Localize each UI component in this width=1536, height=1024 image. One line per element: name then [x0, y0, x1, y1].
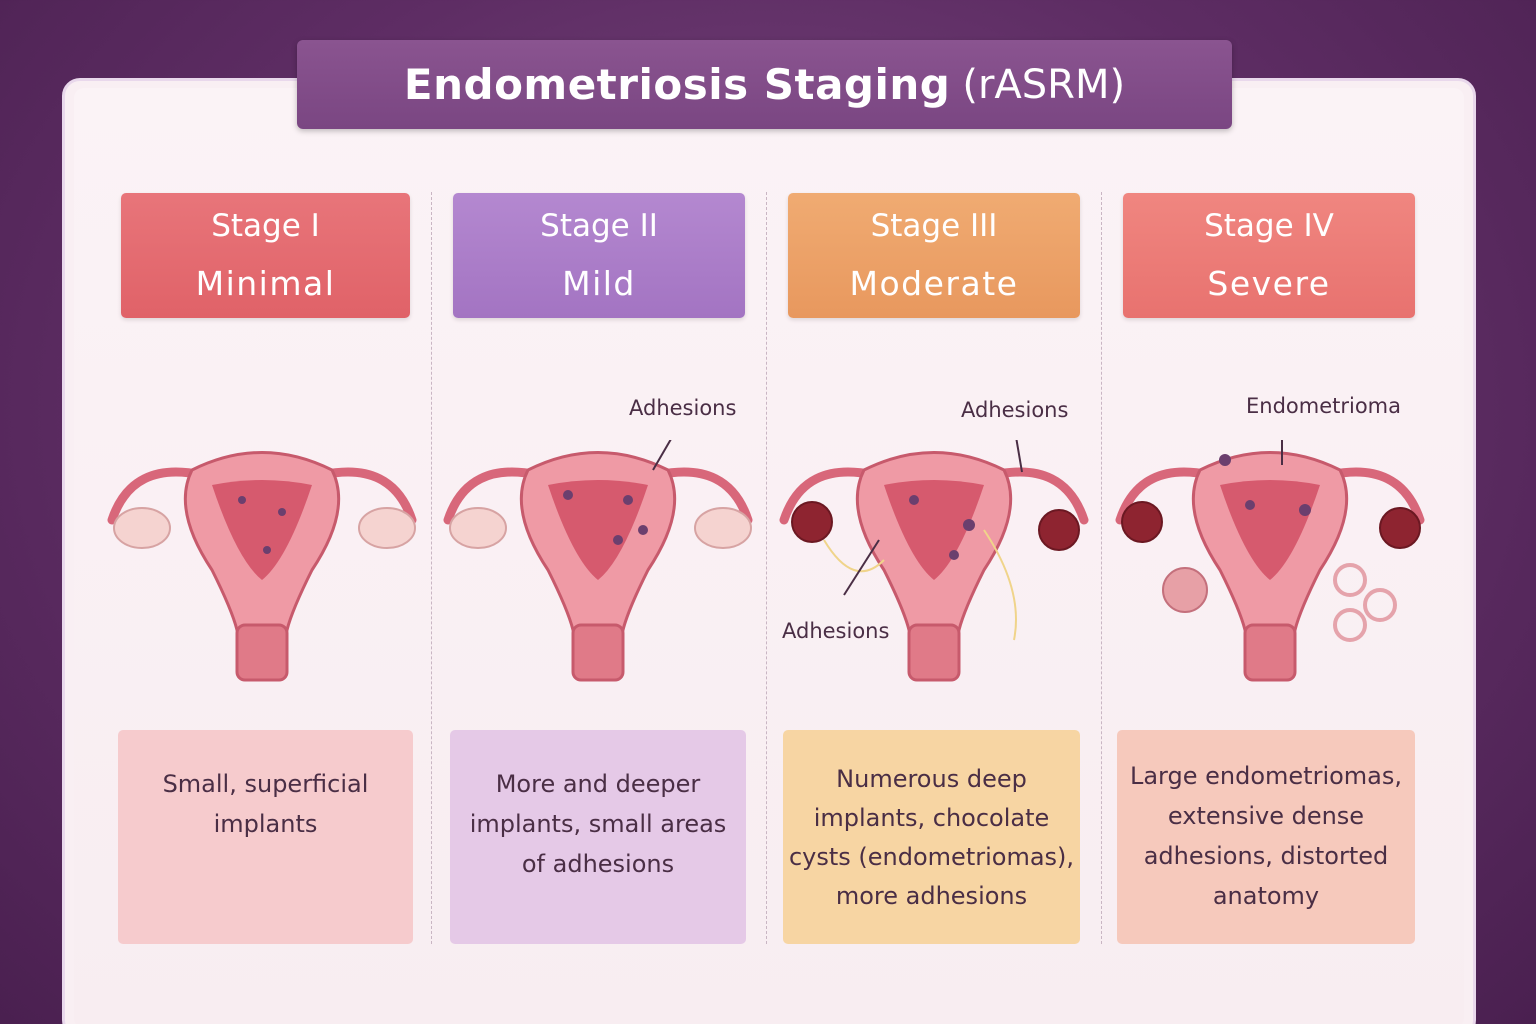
description-line: implants, small areas — [469, 810, 727, 838]
stage-3-adhesions-label-bottom: Adhesions — [782, 619, 890, 643]
description-line: more adhesions — [835, 882, 1028, 910]
stage-3-uterus-illustration — [779, 440, 1089, 682]
page-title: Endometriosis Staging — [403, 60, 951, 109]
description-line: More and deeper — [495, 770, 701, 798]
stage-3-header: Stage III Moderate — [788, 193, 1080, 318]
title-banner: Endometriosis Staging (rASRM) — [297, 40, 1232, 129]
column-divider — [766, 192, 767, 944]
stage-4-name: Severe — [1207, 264, 1331, 303]
stage-2-header: Stage II Mild — [453, 193, 745, 318]
stage-4-header: Stage IV Severe — [1123, 193, 1415, 318]
stage-3-name: Moderate — [849, 264, 1019, 303]
description-line: implants — [213, 810, 318, 838]
description-line: anatomy — [1212, 882, 1320, 910]
description-line: of adhesions — [521, 850, 675, 878]
description-line: adhesions, distorted — [1143, 842, 1389, 870]
page-subtitle: (rASRM) — [962, 61, 1126, 108]
description-line: implants, chocolate — [813, 804, 1050, 832]
description-line: Numerous deep — [836, 765, 1027, 793]
stage-1-header: Stage I Minimal — [121, 193, 410, 318]
stage-3-adhesions-label-top: Adhesions — [961, 398, 1069, 422]
stage-2-name: Mild — [562, 264, 636, 303]
description-line: cysts (endometriomas), — [788, 843, 1075, 871]
stage-3-description: Numerous deep implants, chocolate cysts … — [783, 730, 1080, 944]
stage-1-description: Small, superficial implants — [118, 730, 413, 944]
stage-1-number: Stage I — [211, 208, 320, 244]
stage-3-number: Stage III — [870, 208, 998, 244]
stage-1-uterus-illustration — [107, 451, 417, 682]
stage-1-name: Minimal — [195, 264, 336, 303]
description-line: extensive dense — [1167, 802, 1365, 830]
column-divider — [431, 192, 432, 944]
stage-2-adhesions-label: Adhesions — [629, 396, 737, 420]
stage-4-endometrioma-label: Endometrioma — [1246, 394, 1402, 418]
stage-2-number: Stage II — [540, 208, 658, 244]
description-line: Large endometriomas, — [1129, 762, 1403, 790]
description-line: Small, superficial — [162, 770, 369, 798]
column-divider — [1101, 192, 1102, 944]
stage-4-description: Large endometriomas, extensive dense adh… — [1117, 730, 1415, 944]
stage-2-description: More and deeper implants, small areas of… — [450, 730, 746, 944]
stage-4-uterus-illustration — [1115, 440, 1425, 682]
stage-2-uterus-illustration — [443, 440, 753, 682]
stage-4-number: Stage IV — [1204, 208, 1334, 244]
